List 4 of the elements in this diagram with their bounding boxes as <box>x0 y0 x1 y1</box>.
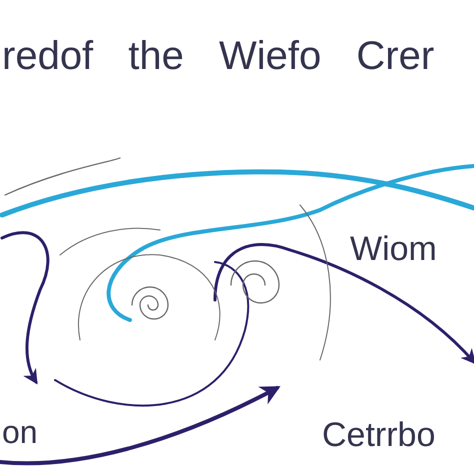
title: redof the Wiefo Crer <box>2 36 434 76</box>
label: on <box>2 416 38 448</box>
label: Cetrrbo <box>322 418 436 452</box>
label: Wiom <box>350 232 437 266</box>
